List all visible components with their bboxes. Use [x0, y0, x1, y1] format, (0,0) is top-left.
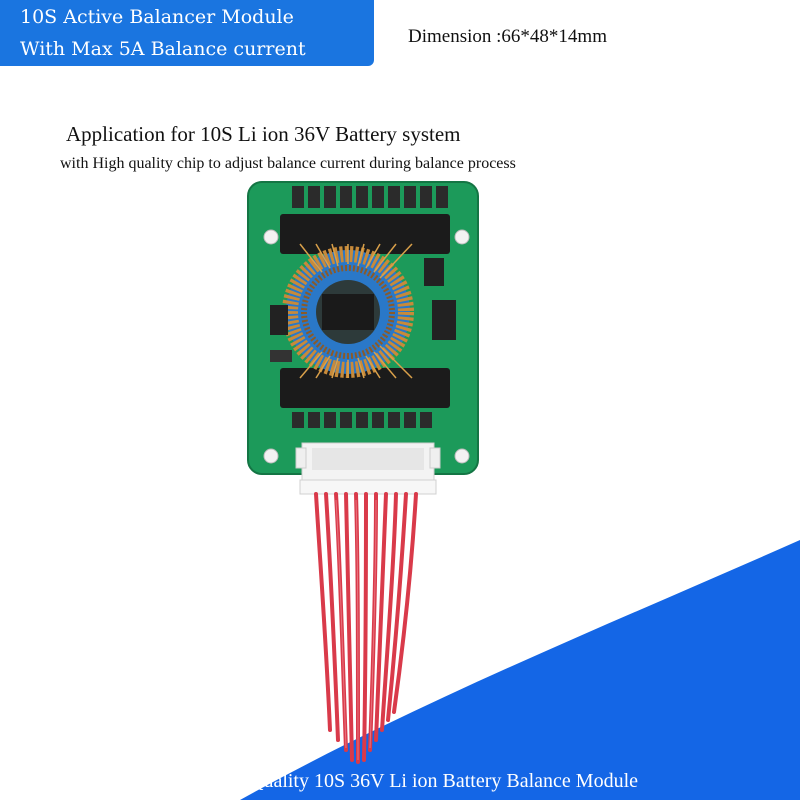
title-badge: 10S Active Balancer Module With Max 5A B… — [0, 0, 374, 66]
toroid-coil — [282, 246, 414, 378]
title-line-2: With Max 5A Balance current — [20, 38, 306, 60]
pcb-board — [247, 181, 479, 495]
application-subtitle: with High quality chip to adjust balance… — [60, 155, 516, 172]
balance-connector — [295, 442, 441, 495]
footer-caption: High Quality 10S 36V Li ion Battery Bala… — [204, 770, 639, 792]
dimension-text: Dimension :66*48*14mm — [408, 26, 607, 47]
blue-sweep-background — [240, 540, 800, 800]
title-line-1: 10S Active Balancer Module — [20, 6, 294, 28]
application-heading: Application for 10S Li ion 36V Battery s… — [66, 122, 461, 146]
